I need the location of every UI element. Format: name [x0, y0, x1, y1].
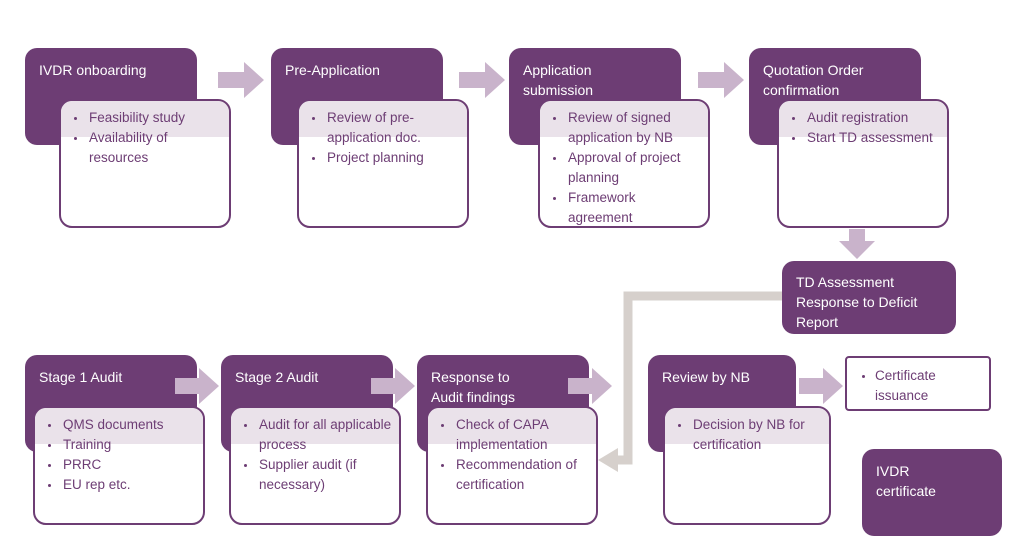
arrow-right-icon: [371, 368, 415, 404]
step-title: Pre-Application: [285, 62, 380, 78]
list-item: Recommendation of certification: [454, 455, 590, 495]
list-item: Check of CAPA implementation: [454, 415, 590, 455]
detail-highlight: [665, 408, 829, 444]
step-ivdr-onboarding-details: Feasibility study Availability of resour…: [59, 99, 231, 228]
step-title: Response to Audit findings: [431, 369, 516, 405]
step-td-assessment: TD Assessment Response to Deficit Report: [782, 261, 956, 334]
list-item: EU rep etc.: [61, 475, 197, 495]
list-item: Audit registration: [805, 108, 941, 128]
arrow-right-icon: [218, 62, 264, 98]
step-title: Stage 2 Audit: [235, 369, 319, 385]
list-item: Project planning: [325, 148, 461, 168]
list-item: Review of signed application by NB: [566, 108, 702, 148]
list-item: Decision by NB for certification: [691, 415, 823, 455]
arrow-right-icon: [459, 62, 505, 98]
arrow-right-icon: [175, 368, 219, 404]
step-pre-application-details: Review of pre-application doc. Project p…: [297, 99, 469, 228]
connector-arrow-icon: [598, 291, 782, 472]
arrow-down-icon: [839, 229, 875, 259]
list-item: Availability of resources: [87, 128, 223, 168]
step-title: TD Assessment Response to Deficit Report: [796, 274, 918, 330]
detail-highlight: [540, 101, 708, 137]
list-item: Audit for all applicable process: [257, 415, 393, 455]
step-certificate-issuance: Certificate issuance: [845, 356, 991, 411]
list-item: PRRC: [61, 455, 197, 475]
detail-highlight: [779, 101, 947, 137]
detail-highlight: [61, 101, 229, 137]
step-title: IVDR onboarding: [39, 62, 147, 78]
list-item: Approval of project planning: [566, 148, 702, 188]
list-item: Supplier audit (if necessary): [257, 455, 393, 495]
step-application-submission-details: Review of signed application by NB Appro…: [538, 99, 710, 228]
step-quotation-order-details: Audit registration Start TD assessment: [777, 99, 949, 228]
detail-highlight: [231, 408, 399, 444]
step-title: IVDR certificate: [876, 463, 936, 499]
step-title: Quotation Order confirmation: [763, 62, 864, 98]
arrow-right-icon: [799, 368, 843, 404]
detail-highlight: [428, 408, 596, 444]
step-title: Stage 1 Audit: [39, 369, 123, 385]
list-item: Training: [61, 435, 197, 455]
list-item: QMS documents: [61, 415, 197, 435]
arrow-right-icon: [698, 62, 744, 98]
step-ivdr-certificate: IVDR certificate: [862, 449, 1002, 536]
step-stage1-audit-details: QMS documents Training PRRC EU rep etc.: [33, 406, 205, 525]
step-stage2-audit-details: Audit for all applicable process Supplie…: [229, 406, 401, 525]
step-review-by-nb-details: Decision by NB for certification: [663, 406, 831, 525]
step-title: Application submission: [523, 62, 594, 98]
step-response-audit-findings-details: Check of CAPA implementation Recommendat…: [426, 406, 598, 525]
list-item: Certificate issuance: [875, 366, 983, 406]
list-item: Feasibility study: [87, 108, 223, 128]
list-item: Review of pre-application doc.: [325, 108, 461, 148]
detail-highlight: [35, 408, 203, 444]
arrow-right-icon: [568, 368, 612, 404]
list-item: Start TD assessment: [805, 128, 941, 148]
list-item: Framework agreement: [566, 188, 702, 228]
detail-highlight: [299, 101, 467, 137]
step-title: Review by NB: [662, 369, 750, 385]
